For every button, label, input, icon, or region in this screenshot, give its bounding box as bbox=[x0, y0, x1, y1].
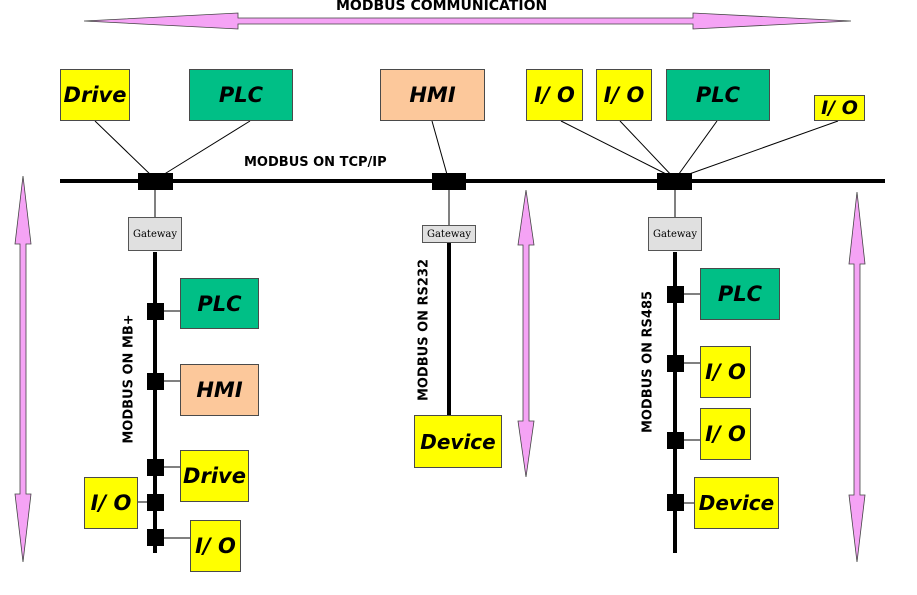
top-hmi-box: HMI bbox=[380, 69, 485, 121]
top-drive-box: Drive bbox=[60, 69, 130, 121]
rs485-tap-io1 bbox=[667, 355, 684, 372]
connector-io2-hub bbox=[619, 120, 675, 179]
mbplus-io-bottom-box: I/ O bbox=[190, 520, 241, 572]
rs485-io-box-1: I/ O bbox=[700, 346, 751, 398]
rs232-device-box: Device bbox=[414, 415, 502, 468]
right-double-arrow bbox=[848, 191, 866, 563]
left-double-arrow bbox=[14, 175, 32, 563]
gateway-right: Gateway bbox=[648, 217, 702, 251]
diagram-title: MODBUS COMMUNICATION bbox=[336, 0, 548, 14]
rs485-io-box-2: I/ O bbox=[700, 408, 751, 460]
connector-plc-hub bbox=[157, 120, 251, 179]
mbplus-tap-io-bottom bbox=[147, 529, 164, 546]
gateway-left: Gateway bbox=[128, 217, 182, 251]
mbplus-drive-box: Drive bbox=[180, 450, 249, 502]
rs232-bus-label: MODBUS ON RS232 bbox=[416, 258, 432, 402]
top-plc-box: PLC bbox=[189, 69, 293, 121]
rs485-tap-io2 bbox=[667, 432, 684, 449]
tcp-hub-right bbox=[657, 173, 692, 190]
top-io-box-3: I/ O bbox=[814, 95, 865, 121]
tcp-hub-left bbox=[138, 173, 173, 190]
rs485-tap-plc bbox=[667, 286, 684, 303]
mbplus-hmi-box: HMI bbox=[180, 364, 259, 416]
connector-drive-hub bbox=[94, 120, 155, 179]
mbplus-tap-io-left bbox=[147, 494, 164, 511]
middle-double-arrow bbox=[517, 189, 535, 478]
mbplus-tap-hmi bbox=[147, 373, 164, 390]
mbplus-tap-plc bbox=[147, 303, 164, 320]
top-double-arrow bbox=[83, 12, 852, 30]
top-io-box-2: I/ O bbox=[596, 69, 652, 121]
connector-plc2-hub bbox=[675, 120, 718, 179]
connector-hmi-hub bbox=[431, 120, 449, 179]
top-plc-box-2: PLC bbox=[666, 69, 770, 121]
top-io-box-1: I/ O bbox=[526, 69, 583, 121]
tcp-hub-middle bbox=[432, 173, 466, 190]
connector-io3-hub bbox=[677, 120, 839, 179]
tcp-ip-bus-label: MODBUS ON TCP/IP bbox=[244, 155, 387, 170]
mbplus-tap-drive bbox=[147, 459, 164, 476]
mbplus-bus-label: MODBUS ON MB+ bbox=[121, 314, 137, 444]
gateway-middle: Gateway bbox=[422, 225, 476, 243]
mbplus-plc-box: PLC bbox=[180, 278, 259, 329]
rs485-plc-box: PLC bbox=[700, 268, 780, 320]
connector-io1-hub bbox=[560, 120, 675, 179]
rs485-device-box: Device bbox=[694, 477, 779, 529]
rs485-bus-label: MODBUS ON RS485 bbox=[640, 290, 656, 434]
mbplus-io-left-box: I/ O bbox=[84, 477, 138, 529]
rs485-tap-device bbox=[667, 494, 684, 511]
